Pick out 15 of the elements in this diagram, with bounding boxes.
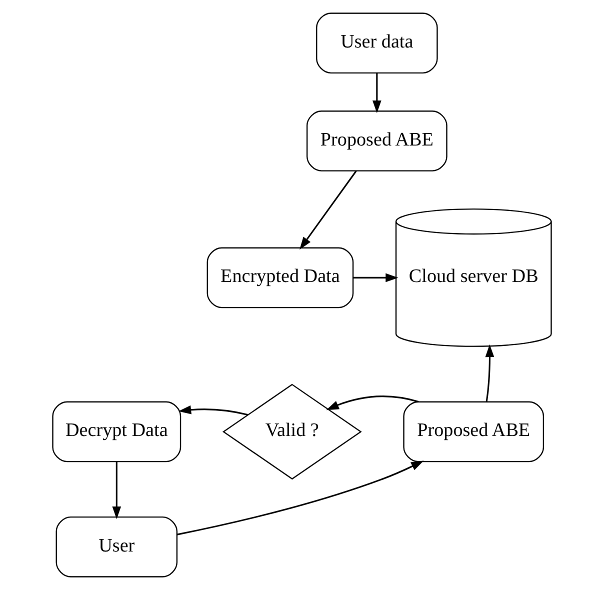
node-box: Proposed ABE xyxy=(306,110,447,172)
node-box: Decrypt Data xyxy=(52,401,181,462)
node-box: Encrypted Data xyxy=(206,247,354,308)
node-box: User data xyxy=(316,12,438,74)
arrow xyxy=(372,72,381,114)
arrow xyxy=(299,170,356,250)
arrow xyxy=(112,462,121,520)
arrow xyxy=(178,405,248,416)
arrow xyxy=(176,460,424,536)
arrow xyxy=(352,273,398,282)
node-box: Proposed ABE xyxy=(402,401,544,462)
node-box: User xyxy=(55,516,178,578)
node-diamond: Valid ? xyxy=(222,384,362,480)
arrow xyxy=(326,396,418,410)
arrow xyxy=(484,344,494,402)
